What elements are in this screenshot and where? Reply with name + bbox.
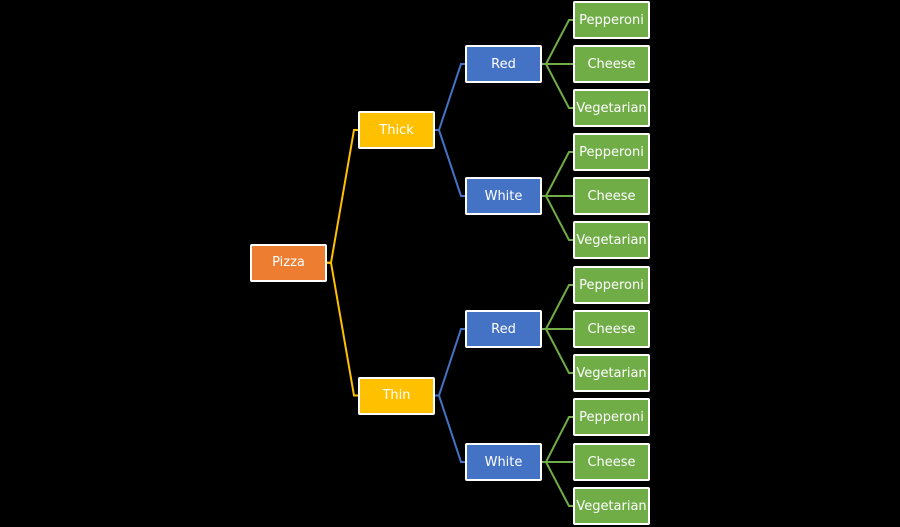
connector-crust-sauce: [435, 394, 465, 463]
node-thin-red-vegetarian: Vegetarian: [573, 354, 650, 392]
node-thick-white-vegetarian: Vegetarian: [573, 221, 650, 259]
node-pizza: Pizza: [250, 243, 327, 282]
node-thick: Thick: [358, 111, 435, 149]
node-thick-white: White: [465, 177, 542, 215]
node-thin-red: Red: [465, 310, 542, 348]
node-thick-red-pepperoni: Pepperoni: [573, 1, 650, 39]
connector-crust-sauce: [435, 129, 465, 197]
node-thick-red: Red: [465, 45, 542, 83]
connector-sauce-topping: [542, 195, 573, 241]
connector-sauce-topping: [542, 284, 573, 330]
node-thick-red-vegetarian: Vegetarian: [573, 89, 650, 127]
node-thin-white-pepperoni: Pepperoni: [573, 398, 650, 436]
connector-sauce-topping: [542, 416, 573, 463]
connector-sauce-topping: [542, 19, 573, 65]
node-thin-white: White: [465, 443, 542, 481]
connector-sauce-topping: [542, 151, 573, 197]
node-thin-white-vegetarian: Vegetarian: [573, 487, 650, 525]
connector-pizza-thick: [327, 129, 358, 264]
node-thick-white-pepperoni: Pepperoni: [573, 133, 650, 171]
node-thin: Thin: [358, 376, 435, 415]
connector-sauce-topping: [542, 328, 573, 374]
node-thick-red-cheese: Cheese: [573, 45, 650, 83]
connector-sauce-topping: [542, 63, 573, 109]
connector-crust-sauce: [435, 63, 465, 131]
node-thin-red-pepperoni: Pepperoni: [573, 266, 650, 304]
node-thin-red-cheese: Cheese: [573, 310, 650, 348]
connector-crust-sauce: [435, 328, 465, 397]
connector-pizza-thin: [327, 261, 358, 397]
node-thin-white-cheese: Cheese: [573, 443, 650, 481]
node-thick-white-cheese: Cheese: [573, 177, 650, 215]
connector-sauce-topping: [542, 461, 573, 507]
